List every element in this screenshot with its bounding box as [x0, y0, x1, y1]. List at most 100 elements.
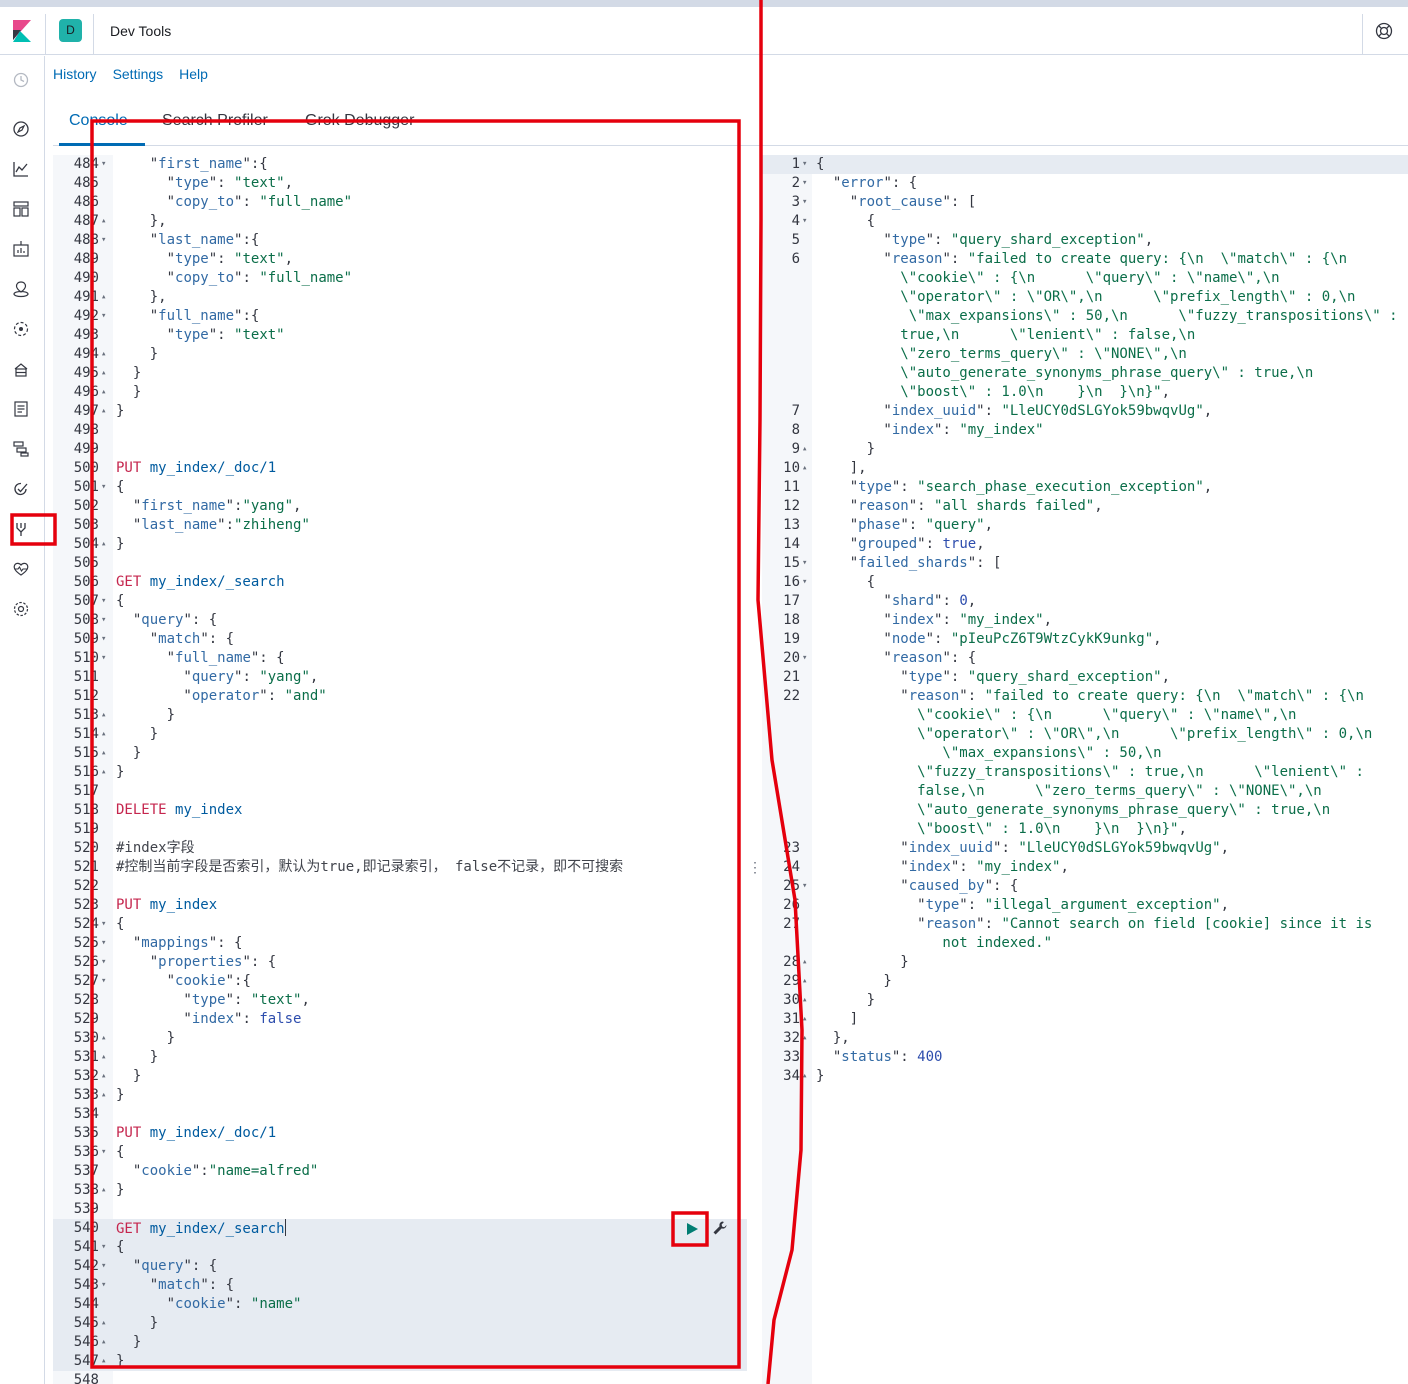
code-line[interactable]: 489 "type": "text", — [53, 250, 747, 269]
code-line[interactable]: 509▾ "match": { — [53, 630, 747, 649]
code-line[interactable]: 30▴ } — [762, 991, 1408, 1010]
code-line[interactable]: 544 "cookie": "name" — [53, 1295, 747, 1314]
code-line[interactable]: 546▴ } — [53, 1333, 747, 1352]
request-editor[interactable]: 484▾ "first_name":{485 "type": "text",48… — [53, 155, 747, 1384]
code-line[interactable]: 14 "grouped": true, — [762, 535, 1408, 554]
fold-toggle-icon[interactable]: ▴ — [101, 710, 107, 720]
fold-toggle-icon[interactable]: ▴ — [101, 368, 107, 378]
fold-toggle-icon[interactable]: ▴ — [101, 1185, 107, 1195]
code-line[interactable]: not indexed." — [762, 934, 1408, 953]
code-line[interactable]: 5 "type": "query_shard_exception", — [762, 231, 1408, 250]
code-line[interactable]: 13 "phase": "query", — [762, 516, 1408, 535]
fold-toggle-icon[interactable]: ▴ — [101, 1071, 107, 1081]
fold-toggle-icon[interactable]: ▴ — [101, 406, 107, 416]
code-line[interactable]: 519 — [53, 820, 747, 839]
fold-toggle-icon[interactable]: ▾ — [802, 577, 808, 587]
fold-toggle-icon[interactable]: ▴ — [802, 1071, 808, 1081]
fold-toggle-icon[interactable]: ▴ — [101, 729, 107, 739]
code-line[interactable]: false,\n \"zero_terms_query\" : \"NONE\"… — [762, 782, 1408, 801]
code-line[interactable]: 32▴ }, — [762, 1029, 1408, 1048]
code-line[interactable]: 531▴ } — [53, 1048, 747, 1067]
code-line[interactable]: 31▴ ] — [762, 1010, 1408, 1029]
fold-toggle-icon[interactable]: ▴ — [101, 539, 107, 549]
code-line[interactable]: 490 "copy_to": "full_name" — [53, 269, 747, 288]
dev-tools-icon[interactable] — [11, 519, 31, 539]
monitoring-icon[interactable] — [11, 559, 31, 579]
tab-grok-debugger[interactable]: Grok Debugger — [305, 112, 415, 129]
code-line[interactable]: 486 "copy_to": "full_name" — [53, 193, 747, 212]
fold-toggle-icon[interactable]: ▴ — [101, 767, 107, 777]
dashboard-icon[interactable] — [11, 199, 31, 219]
code-line[interactable]: 28▴ } — [762, 953, 1408, 972]
code-line[interactable]: 511 "query": "yang", — [53, 668, 747, 687]
fold-toggle-icon[interactable]: ▴ — [101, 387, 107, 397]
code-line[interactable]: \"zero_terms_query\" : \"NONE\",\n — [762, 345, 1408, 364]
fold-toggle-icon[interactable]: ▴ — [101, 1318, 107, 1328]
panel-resize-handle[interactable]: ⋮ — [748, 859, 762, 875]
code-line[interactable]: 485 "type": "text", — [53, 174, 747, 193]
code-line[interactable]: 536▾{ — [53, 1143, 747, 1162]
code-line[interactable]: 29▴ } — [762, 972, 1408, 991]
code-line[interactable]: 498 — [53, 421, 747, 440]
fold-toggle-icon[interactable]: ▴ — [802, 976, 808, 986]
code-line[interactable]: 545▴ } — [53, 1314, 747, 1333]
code-line[interactable]: 10▴ ], — [762, 459, 1408, 478]
code-line[interactable]: 487▴ }, — [53, 212, 747, 231]
code-line[interactable]: 502 "first_name":"yang", — [53, 497, 747, 516]
code-line[interactable]: \"max_expansions\" : 50,\n — [762, 744, 1408, 763]
space-avatar[interactable]: D — [59, 19, 82, 42]
help-link[interactable]: Help — [179, 66, 208, 82]
fold-toggle-icon[interactable]: ▾ — [802, 197, 808, 207]
code-line[interactable]: 11 "type": "search_phase_execution_excep… — [762, 478, 1408, 497]
recent-icon[interactable] — [11, 70, 31, 90]
fold-toggle-icon[interactable]: ▴ — [101, 1052, 107, 1062]
code-line[interactable]: 522 — [53, 877, 747, 896]
code-line[interactable]: 25▾ "caused_by": { — [762, 877, 1408, 896]
code-line[interactable]: 512 "operator": "and" — [53, 687, 747, 706]
fold-toggle-icon[interactable]: ▾ — [101, 235, 107, 245]
code-line[interactable]: 27 "reason": "Cannot search on field [co… — [762, 915, 1408, 934]
code-line[interactable]: 505 — [53, 554, 747, 573]
code-line[interactable]: 3▾ "root_cause": [ — [762, 193, 1408, 212]
fold-toggle-icon[interactable]: ▴ — [101, 1356, 107, 1366]
code-line[interactable]: 21 "type": "query_shard_exception", — [762, 668, 1408, 687]
discover-icon[interactable] — [11, 119, 31, 139]
code-line[interactable]: \"auto_generate_synonyms_phrase_query\" … — [762, 364, 1408, 383]
logs-icon[interactable] — [11, 399, 31, 419]
code-line[interactable]: 525▾ "mappings": { — [53, 934, 747, 953]
fold-toggle-icon[interactable]: ▾ — [802, 159, 808, 169]
fold-toggle-icon[interactable]: ▾ — [101, 653, 107, 663]
code-line[interactable]: \"cookie\" : {\n \"query\" : \"name\",\n — [762, 706, 1408, 725]
code-line[interactable]: 539 — [53, 1200, 747, 1219]
code-line[interactable]: 541▾{ — [53, 1238, 747, 1257]
code-line[interactable]: 492▾ "full_name":{ — [53, 307, 747, 326]
code-line[interactable]: 497▴} — [53, 402, 747, 421]
code-line[interactable]: 34▴} — [762, 1067, 1408, 1086]
code-line[interactable]: 529 "index": false — [53, 1010, 747, 1029]
code-line[interactable]: 22 "reason": "failed to create query: {\… — [762, 687, 1408, 706]
code-line[interactable]: 491▴ }, — [53, 288, 747, 307]
code-line[interactable]: 19 "node": "pIeuPcZ6T9WtzCykK9unkg", — [762, 630, 1408, 649]
apm-icon[interactable] — [11, 439, 31, 459]
code-line[interactable]: 543▾ "match": { — [53, 1276, 747, 1295]
fold-toggle-icon[interactable]: ▾ — [802, 178, 808, 188]
fold-toggle-icon[interactable]: ▾ — [101, 976, 107, 986]
code-line[interactable]: 515▴ } — [53, 744, 747, 763]
code-line[interactable]: 494▴ } — [53, 345, 747, 364]
fold-toggle-icon[interactable]: ▾ — [101, 1261, 107, 1271]
fold-toggle-icon[interactable]: ▾ — [101, 938, 107, 948]
kibana-logo-icon[interactable] — [10, 20, 32, 42]
fold-toggle-icon[interactable]: ▾ — [802, 216, 808, 226]
maps-icon[interactable] — [11, 279, 31, 299]
fold-toggle-icon[interactable]: ▴ — [101, 748, 107, 758]
visualize-icon[interactable] — [11, 159, 31, 179]
fold-toggle-icon[interactable]: ▴ — [802, 995, 808, 1005]
fold-toggle-icon[interactable]: ▴ — [802, 957, 808, 967]
fold-toggle-icon[interactable]: ▴ — [802, 444, 808, 454]
fold-toggle-icon[interactable]: ▴ — [101, 1337, 107, 1347]
code-line[interactable]: 542▾ "query": { — [53, 1257, 747, 1276]
code-line[interactable]: \"fuzzy_transpositions\" : true,\n \"len… — [762, 763, 1408, 782]
fold-toggle-icon[interactable]: ▴ — [101, 292, 107, 302]
